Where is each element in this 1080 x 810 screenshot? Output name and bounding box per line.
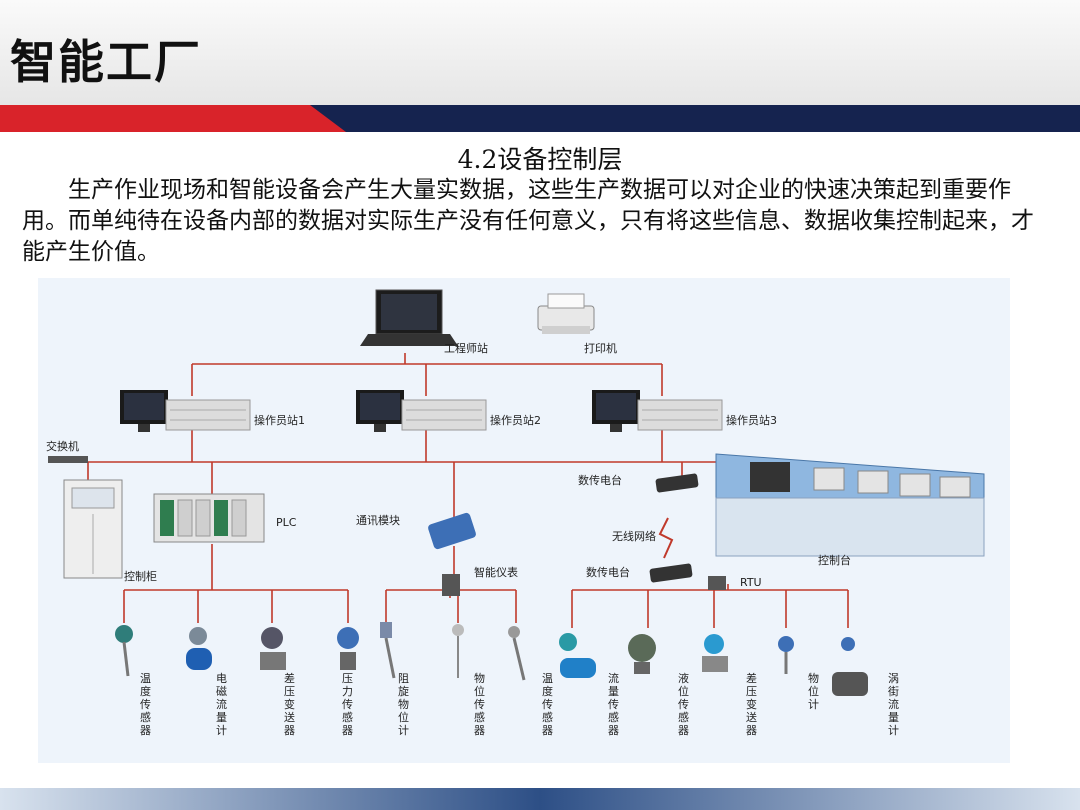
operator-station-2-icon: [356, 390, 487, 432]
label-rtu: RTU: [740, 576, 762, 589]
operator-station-3-icon: [592, 390, 723, 432]
body-paragraph: 生产作业现场和智能设备会产生大量实数据，这些生产数据可以对企业的快速决策起到重要…: [22, 175, 1037, 268]
label-console: 控制台: [818, 553, 851, 567]
control-cabinet-icon: [63, 479, 123, 579]
printer-icon: [537, 293, 595, 334]
flow-sensor-icon: [559, 633, 596, 678]
temperature-sensor-2-icon: [508, 626, 526, 681]
sensor-label-9: 液位传感器: [678, 671, 689, 737]
rtu-icon: [708, 576, 726, 590]
label-switch: 交换机: [46, 439, 79, 453]
pressure-sensor-icon: [337, 627, 359, 670]
header-bar: [0, 0, 1080, 105]
section-title: 4.2设备控制层: [457, 145, 623, 174]
label-engineer-station: 工程师站: [444, 341, 488, 355]
label-plc: PLC: [276, 516, 297, 529]
label-operator-station-2: 操作员站2: [490, 413, 541, 427]
wireless-zigzag: [658, 517, 674, 559]
label-comm-module: 通讯模块: [356, 514, 400, 527]
sensor-label-2: 电磁流量计: [216, 672, 227, 737]
paragraph-text: 生产作业现场和智能设备会产生大量实数据，这些生产数据可以对企业的快速决策起到重要…: [22, 177, 1034, 265]
footer-bar: [0, 788, 1080, 810]
liquid-level-sensor-icon: [628, 634, 656, 674]
plc-icon: [153, 493, 265, 543]
level-sensor-icon: [452, 624, 464, 678]
smart-meter-icon: [442, 574, 460, 596]
sensor-label-3: 差压变送器: [284, 671, 295, 737]
engineer-station-icon: [360, 289, 458, 346]
temperature-sensor-icon: [115, 625, 133, 677]
label-control-cabinet: 控制柜: [124, 569, 157, 583]
electromagnetic-flowmeter-icon: [186, 627, 212, 670]
sensor-label-5: 阻旋物位计: [398, 672, 409, 737]
label-data-radio-bottom: 数传电台: [586, 565, 630, 579]
vortex-flowmeter-icon: [832, 637, 868, 696]
slide-title: 智能工厂: [10, 35, 202, 89]
navy-stripe: [310, 105, 1080, 132]
network-diagram: 工程师站 打印机 操作员站1 操作员站2 操作员站3 交换机: [38, 278, 1010, 763]
label-smart-meter: 智能仪表: [474, 565, 518, 579]
sensor-label-8: 流量传感器: [608, 671, 619, 737]
control-console-icon: [715, 453, 985, 557]
level-meter-icon: [778, 636, 794, 674]
sensor-label-1: 温度传感器: [140, 672, 151, 737]
differential-pressure-transmitter-2-icon: [702, 634, 728, 672]
red-stripe: [0, 105, 370, 132]
label-operator-station-3: 操作员站3: [726, 413, 777, 427]
comm-module-icon: [428, 512, 476, 550]
data-radio-bottom-icon: [649, 563, 693, 583]
differential-pressure-transmitter-icon: [260, 627, 286, 670]
data-radio-top-icon: [655, 473, 699, 493]
sensor-labels: 温度传感器 电磁流量计 差压变送器 压力传感器 阻旋物位计 物位传感器 温度传感器 流量传感器…: [140, 671, 899, 737]
sensor-icons: [115, 622, 868, 696]
rotary-level-switch-icon: [380, 622, 396, 679]
sensor-label-4: 压力传感器: [342, 672, 353, 737]
sensor-label-7: 温度传感器: [542, 672, 553, 737]
header-stripe: [0, 105, 1080, 132]
connection-lines: [52, 353, 849, 628]
switch-icon: [48, 456, 88, 463]
label-wireless-network: 无线网络: [612, 529, 656, 543]
sensor-label-11: 物位计: [808, 671, 819, 711]
label-printer: 打印机: [584, 341, 617, 355]
sensor-label-6: 物位传感器: [474, 671, 485, 737]
sensor-label-10: 差压变送器: [746, 671, 757, 737]
label-data-radio-top: 数传电台: [578, 473, 622, 487]
label-operator-station-1: 操作员站1: [254, 413, 305, 427]
sensor-label-12: 涡街流量计: [888, 672, 899, 737]
operator-station-1-icon: [120, 390, 251, 432]
